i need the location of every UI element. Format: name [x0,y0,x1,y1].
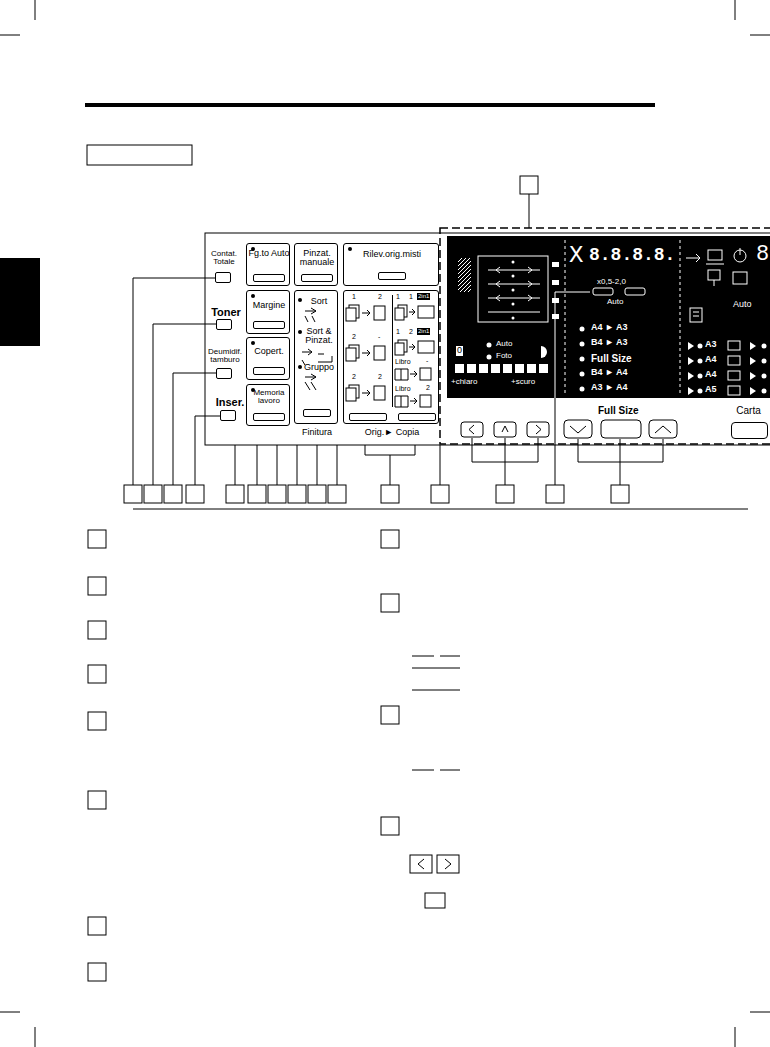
key-button [301,274,333,282]
key-label: Fg.to Auto [247,249,291,258]
key-label: Sort & Pinzat. [299,327,339,346]
manual-staple-key: Pinzat. manuale [294,243,338,286]
divider-line [392,295,393,407]
indicator-led [348,247,352,251]
key-label: Rilev.orig.misti [348,250,436,259]
panel-label: 2in1 [417,328,430,335]
panel-label: 1 [409,293,413,301]
key-label: Sort [301,297,337,306]
panel-label: A4 [705,370,717,380]
panel-label: x0,5-2,0 [597,278,626,287]
key-button [253,413,285,421]
panel-label: Full Size [591,353,632,364]
key-label: Toner [209,307,243,319]
panel-label: B4 ► A3 [591,338,628,348]
panel-label: A4 ► A3 [591,323,628,333]
key-button [303,409,331,417]
paper-key: Carta [731,422,768,439]
indicator-led [298,365,302,369]
panel-label: Auto [733,300,752,310]
key-label: Margine [247,301,291,310]
key-label: Gruppo [299,363,339,372]
panel-label: Auto [607,298,623,307]
panel-label: 0 [456,346,463,356]
panel-label: 2in1 [417,293,430,300]
panel-label: 2 [426,384,430,392]
panel-label: 2 [352,333,356,341]
mixed-original-key: Rilev.orig.misti [343,243,439,286]
panel-label: +chiaro [451,378,477,387]
cover-key: Copert. [246,337,290,380]
key-label: Finitura [289,428,345,437]
panel-label: 1 [396,293,400,301]
key-button [398,413,436,421]
key-button [253,321,285,329]
indicator-led [298,298,302,302]
panel-label: 2 [409,328,413,336]
panel-label: - [426,357,428,365]
key-label: Contat. Totale [206,250,242,267]
panel-label: 2 [352,373,356,381]
insert-button: Inser. [220,410,236,421]
panel-label: Full Size [598,405,639,416]
panel-label: B4 ► A4 [591,368,628,378]
drum-dehumidify-button: Deumidif. tamburo [216,368,232,379]
panel-label: A4 [705,355,717,365]
panel-label: 8.8.8.8. [589,246,675,264]
panel-label: 1 [396,328,400,336]
panel-label: Libro [395,358,411,366]
panel-label: X [569,244,583,268]
job-memory-key: Memoria lavoro [246,384,290,426]
finishing-panel: SortSort & Pinzat.GruppoFinitura [294,290,338,424]
panel-label: Libro [395,385,411,393]
key-button [253,274,285,282]
total-counter-button: Contat. Totale [215,272,231,283]
panel-label: A3 [705,340,717,350]
panel-label: - [378,333,380,341]
key-label: Carta [726,406,770,417]
panel-label: Auto [496,340,512,349]
key-label: Inser. [212,397,248,409]
key-label: Deumidif. tamburo [203,348,247,365]
key-label: Pinzat. manuale [295,249,339,268]
margin-key: Margine [246,290,290,334]
original-copy-panel: Orig.► Copia [343,290,439,424]
panel-label: A5 [705,385,717,395]
panel-label: +scuro [511,378,535,387]
key-button [378,272,406,280]
panel-label: 2 [378,293,382,301]
panel-label: 1 [352,293,356,301]
panel-label: 2 [378,373,382,381]
indicator-led [298,330,302,334]
key-button [349,413,387,421]
auto-feed-key: Fg.to Auto [246,243,290,286]
panel-label: Foto [496,352,512,361]
panel-label: A3 ► A4 [591,383,628,393]
key-button [253,367,285,375]
indicator-led [251,341,255,345]
key-label: Memoria lavoro [247,389,291,406]
key-label: Orig.► Copia [342,428,442,437]
key-label: Copert. [247,347,291,356]
indicator-led [251,294,255,298]
panel-label: 8 [756,244,769,266]
toner-button: Toner [216,319,232,330]
